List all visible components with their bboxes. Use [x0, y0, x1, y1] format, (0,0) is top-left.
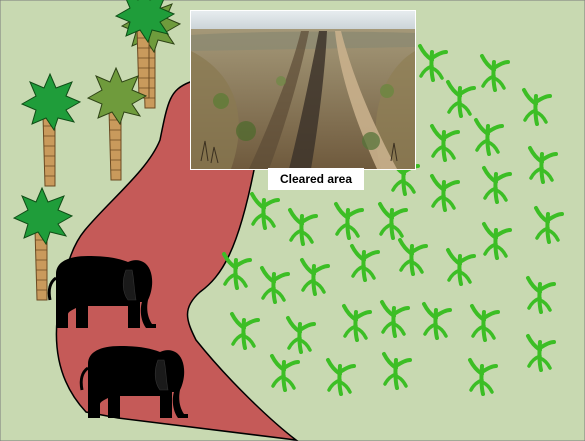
cleared-area-photo-image: [191, 11, 415, 169]
cleared-area-photo: [190, 10, 416, 170]
cleared-area-caption: Cleared area: [268, 168, 364, 190]
